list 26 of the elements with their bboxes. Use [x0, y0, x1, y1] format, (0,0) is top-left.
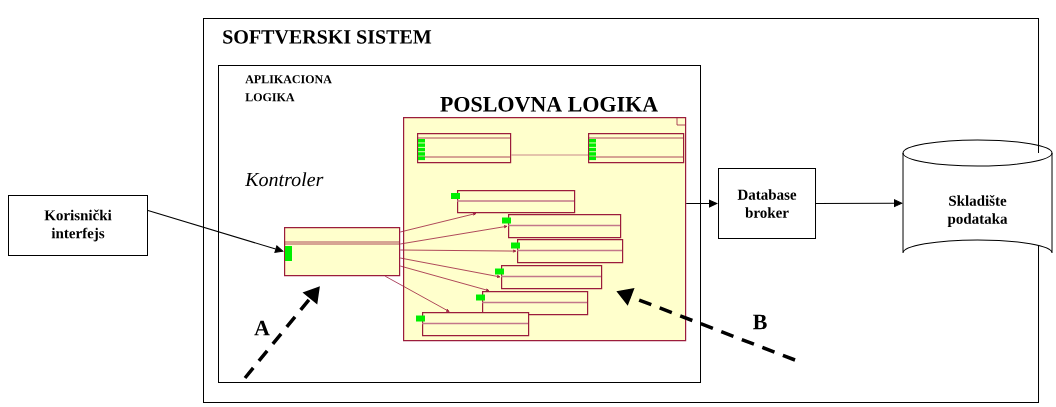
arrow: [399, 265, 490, 292]
class-box: [476, 291, 589, 316]
class-box: [511, 239, 624, 264]
node-label: Skladište podataka: [947, 195, 1008, 227]
edge-label: B: [751, 313, 769, 331]
arrow: [685, 199, 718, 208]
class-box: [587, 133, 685, 164]
edge-label: A: [253, 319, 271, 337]
class-box: [451, 190, 576, 214]
component-box: Database broker: [718, 168, 816, 239]
class-box: [495, 265, 603, 290]
class-box: [502, 214, 622, 239]
class-box: [416, 312, 530, 337]
arrow: [399, 225, 508, 245]
arrow: [815, 199, 903, 208]
class-box: [416, 133, 512, 164]
class-box: [283, 227, 401, 277]
component-box: Korisnički interfejs: [8, 195, 148, 256]
arrow: [384, 275, 450, 312]
arrow: [399, 212, 477, 233]
arrow: [399, 249, 517, 253]
arrow: [147, 210, 284, 253]
node-label: POSLOVNA LOGIKA: [440, 96, 658, 112]
database-cylinder: Skladište podataka: [902, 139, 1053, 254]
arrow: [399, 257, 501, 278]
section-label: Kontroler: [244, 172, 324, 187]
